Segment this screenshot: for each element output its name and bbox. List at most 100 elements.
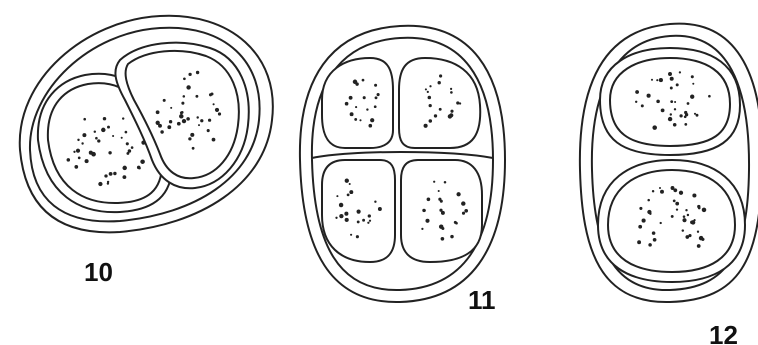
stipple-dot [177,122,181,126]
stipple-dot [668,72,672,76]
stipple-dot [427,91,429,93]
stipple-dot [345,179,349,183]
stipple-dot [450,235,453,238]
stipple-dot [702,208,707,213]
figure-12-cell-top [600,48,740,155]
stipple-dot [180,111,183,114]
stipple-dot [85,159,89,163]
stipple-dot [196,71,199,74]
stipple-dot [421,228,423,230]
stipple-dot [107,182,109,184]
figure-label-10: 10 [84,259,113,285]
stipple-dot [459,102,461,104]
stipple-dot [81,142,83,144]
stipple-dot [216,109,218,111]
stipple-dot [687,214,689,216]
figure-11-cross-line [312,152,493,158]
stipple-dot [192,147,195,150]
figure-label-11: 11 [468,287,496,313]
stipple-dot [684,123,687,126]
stipple-dot [427,197,431,201]
stipple-dot [660,222,662,224]
stipple-dot [83,118,86,121]
stipple-dot [660,190,664,194]
stipple-dot [429,85,431,87]
stipple-dot [140,159,145,164]
stipple-dot [649,213,651,215]
stipple-dot [683,215,686,218]
stipple-dot [131,146,134,149]
stipple-dot [635,90,639,94]
stipple-dot [639,207,642,210]
stipple-dot [378,207,382,211]
stipple-dot [370,118,374,122]
figure-12-dyad [580,24,758,302]
stipple-dot [656,79,658,81]
stipple-dot [697,231,699,233]
stipple-dot [101,128,105,132]
stipple-dot [647,94,651,98]
stipple-dot [461,201,465,205]
figure-label-12: 12 [709,322,738,345]
stipple-dot [429,104,432,107]
figure-11-cell-top-left [322,58,393,148]
stipple-dot [425,88,427,90]
stipple-dot [708,95,711,98]
stipple-dot [344,212,348,216]
stipple-dot [336,195,338,197]
stipple-dot [673,200,676,203]
stipple-dot [122,175,126,179]
stipple-dot [112,135,114,137]
stipple-dot [450,91,453,94]
stipple-dot [357,210,361,214]
stipple-dot [160,130,163,133]
stipple-dot [434,114,437,117]
stipple-dot [692,83,694,85]
stipple-dot [362,219,365,222]
stipple-dot [207,129,210,132]
stipple-dot [103,117,106,120]
stipple-dot [428,96,432,100]
stipple-dot [186,117,190,121]
stipple-dot [462,212,465,215]
stipple-dot [186,85,190,89]
stipple-dot [377,93,380,96]
figure-12-cell-bottom [598,160,745,282]
stipple-dot [212,138,216,142]
stipple-dot [156,110,160,114]
stipple-dot [355,106,357,108]
stipple-dot [455,222,458,225]
stipple-dot [375,96,378,99]
stipple-dot [670,77,674,81]
stipple-dot [438,190,440,192]
stipple-dot [113,172,116,175]
stipple-dot [82,133,86,137]
stipple-dot [374,105,377,108]
stipple-dot [200,119,203,122]
stipple-dot [97,139,100,142]
stipple-dot [679,71,681,73]
stipple-dot [95,137,98,140]
stipple-dot [339,214,343,218]
stipple-dot [77,139,79,141]
stipple-dot [659,78,663,82]
stipple-dot [702,238,705,241]
stipple-dot [374,84,377,87]
stipple-dot [448,114,452,118]
stipple-dot [76,149,80,153]
stipple-dot [670,113,672,115]
stipple-dot [652,231,656,235]
stipple-dot [356,235,359,238]
stipple-dot [675,202,679,206]
stipple-dot [188,73,191,76]
stipple-dot [429,119,432,122]
stipple-dot [671,215,674,218]
stipple-dot [367,222,369,224]
stipple-dot [685,209,687,211]
stipple-dot [73,151,75,153]
stipple-dot [213,103,215,105]
stipple-dot [182,119,186,123]
stipple-dot [345,218,349,222]
stipple-dot [368,124,372,128]
stipple-dot [74,165,78,169]
